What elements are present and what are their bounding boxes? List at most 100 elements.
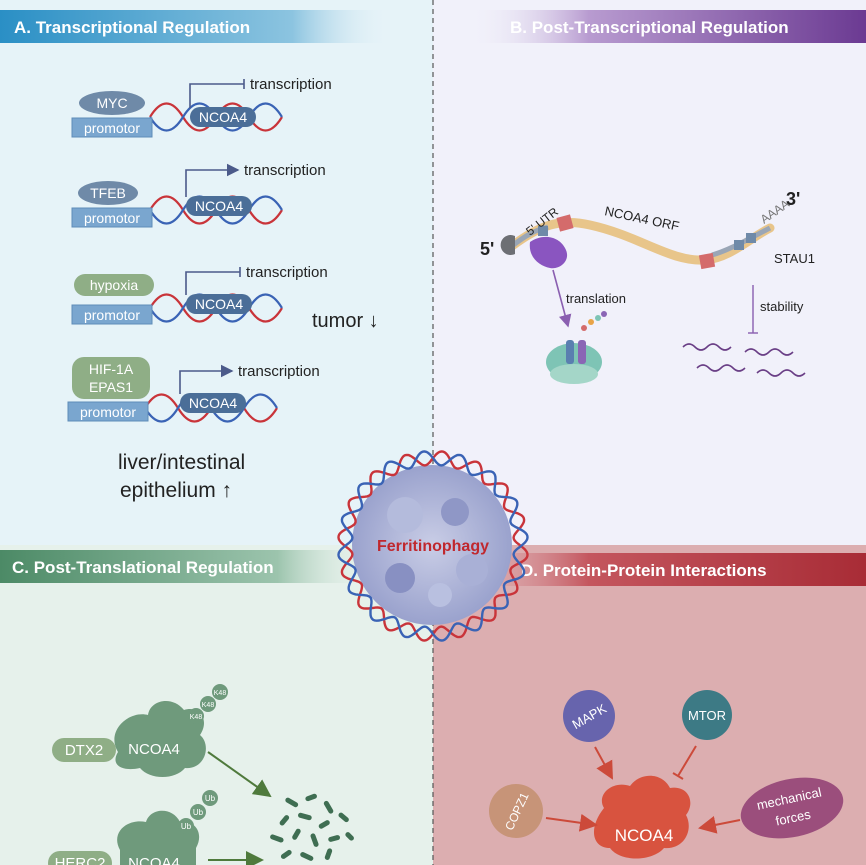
degraded-mrna-icon <box>682 343 806 377</box>
liver-note-line2: epithelium ↑ <box>120 479 232 502</box>
ub-bead <box>190 804 206 820</box>
transcription-label: transcription <box>246 264 328 281</box>
transcription-arrow <box>179 364 234 394</box>
mtor-inhibition-bar <box>672 772 684 780</box>
utr-element <box>734 240 744 250</box>
factor-myc <box>79 91 145 115</box>
ncoa4-gene-label: NCOA4 <box>189 395 237 411</box>
ncoa4-gene-box <box>186 294 252 314</box>
ub-bead <box>202 790 218 806</box>
k48-label: K48 <box>190 714 203 721</box>
promoter-box <box>71 117 153 138</box>
k48-label: K48 <box>202 702 215 709</box>
factor-tfeb <box>78 181 138 205</box>
panel-c-title: C. Post-Translational Regulation <box>12 558 274 577</box>
panel-c-title-bar <box>0 550 370 583</box>
promoter-label: promotor <box>84 307 140 323</box>
ncoa4-label: NCOA4 <box>128 855 180 865</box>
ub-bead <box>178 818 194 834</box>
promoter-label: promotor <box>84 120 140 136</box>
factor-hypoxia <box>74 274 154 296</box>
start-codon-block <box>556 214 574 232</box>
ncoa4-label: NCOA4 <box>128 741 180 758</box>
transcription-arrow <box>185 271 240 295</box>
panel-b-background <box>433 0 866 545</box>
mechanical-label-line2: forces <box>774 806 812 828</box>
factor-tfeb-label: TFEB <box>90 185 126 201</box>
ub-label: Ub <box>181 822 192 831</box>
stop-codon-block <box>698 252 716 270</box>
promoter-box <box>67 401 149 422</box>
ncoa4-gene-label: NCOA4 <box>195 198 243 214</box>
dtx2-badge <box>52 738 116 762</box>
factor-hypoxia-label: hypoxia <box>90 277 138 293</box>
panel-d-title-bar <box>470 553 866 586</box>
translation-label: translation <box>566 291 626 306</box>
copz1-node <box>489 784 543 838</box>
transcription-label: transcription <box>250 76 332 93</box>
factor-hif-epas <box>72 357 150 399</box>
three-prime-label: 3' <box>786 189 800 209</box>
ub-label: Ub <box>193 808 204 817</box>
promoter-label: promotor <box>80 404 136 420</box>
stau1-label: STAU1 <box>774 251 815 266</box>
ncoa4-gene-box <box>180 393 246 413</box>
mrna-cap <box>500 235 515 255</box>
liver-note-line1: liver/intestinal <box>118 451 245 474</box>
ncoa4-gene-box <box>186 196 252 216</box>
five-prime-label: 5' <box>480 239 494 259</box>
panel-d-title: D. Protein-Protein Interactions <box>521 561 767 580</box>
translation-arrow <box>552 269 572 328</box>
promoter-label: promotor <box>84 210 140 226</box>
promoter-box <box>71 207 153 228</box>
ncoa4-protein-shape <box>114 700 206 777</box>
k48-bead <box>212 684 228 700</box>
factor-myc-label: MYC <box>96 95 127 111</box>
transcription-arrow <box>189 83 244 108</box>
ferritinophagy-label: Ferritinophagy <box>377 538 489 555</box>
mtor-inhibition-line <box>677 745 697 777</box>
factor-hif1a-label: HIF-1A <box>89 361 134 377</box>
initiation-factor-icon <box>529 236 568 269</box>
mapk-node <box>563 690 615 742</box>
ferritinophagy-cell <box>352 465 512 625</box>
utr-element <box>746 233 756 243</box>
k48-label: K48 <box>214 690 227 697</box>
ncoa4-hub-node <box>593 775 691 859</box>
mtor-label: MTOR <box>688 708 726 723</box>
k48-bead <box>188 708 204 724</box>
copz1-activation-arrow <box>545 813 598 832</box>
panel-a-title: A. Transcriptional Regulation <box>14 18 250 37</box>
panel-b-title: B. Post-Transcriptional Regulation <box>510 18 789 37</box>
k48-bead <box>200 696 216 712</box>
mtor-node <box>682 690 732 740</box>
stability-label: stability <box>760 299 804 314</box>
degradation-arrow <box>207 751 272 798</box>
ub-label: Ub <box>205 794 216 803</box>
mechanical-activation-arrow <box>698 816 741 834</box>
panel-b-title-bar <box>470 10 866 43</box>
ncoa4-gene-label: NCOA4 <box>199 109 247 125</box>
panel-c-background <box>0 545 433 865</box>
transcription-arrow <box>185 163 240 197</box>
transcription-label: transcription <box>244 162 326 179</box>
panel-a-title-bar <box>0 10 390 43</box>
degraded-fragments-icon <box>270 793 354 861</box>
factor-epas1-label: EPAS1 <box>89 379 133 395</box>
dtx2-label: DTX2 <box>65 742 103 759</box>
ncoa4-gene-label: NCOA4 <box>195 296 243 312</box>
herc2-badge <box>48 851 112 865</box>
mechanical-forces-node <box>740 777 844 839</box>
herc2-label: HERC2 <box>55 855 106 865</box>
dna-ring <box>337 450 529 642</box>
mapk-activation-arrow <box>594 746 613 780</box>
ncoa4-hub-label: NCOA4 <box>615 826 674 845</box>
ribosome-icon <box>546 311 607 384</box>
ncoa4-gene-box <box>190 107 256 127</box>
tumor-note: tumor ↓ <box>312 310 379 332</box>
utr-element <box>538 226 548 236</box>
promoter-box <box>71 304 153 325</box>
transcription-label: transcription <box>238 363 320 380</box>
